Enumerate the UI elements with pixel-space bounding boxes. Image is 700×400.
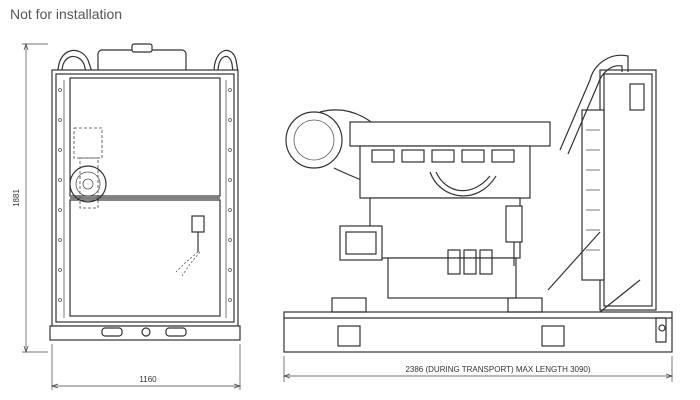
side-length-dimension bbox=[282, 356, 674, 382]
not-for-installation-note: Not for installation bbox=[10, 6, 123, 22]
front-width-label: 1160 bbox=[139, 375, 157, 384]
front-width-dimension bbox=[50, 344, 242, 390]
left-rail-holes bbox=[58, 88, 62, 302]
radiator-core-grid bbox=[586, 129, 600, 251]
side-length-label: 2386 (DURING TRANSPORT) MAX LENGTH 3090) bbox=[405, 365, 590, 374]
cylinder-heads bbox=[371, 149, 515, 163]
side-view bbox=[283, 54, 673, 353]
height-label: 1881 bbox=[12, 189, 21, 207]
right-rail-holes bbox=[228, 88, 232, 302]
height-dimension bbox=[22, 42, 48, 354]
front-view bbox=[49, 43, 241, 341]
